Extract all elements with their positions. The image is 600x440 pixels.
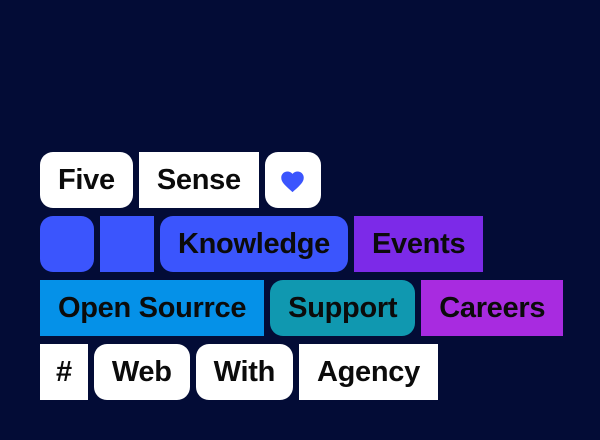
chip-agency[interactable]: Agency (299, 344, 438, 400)
chip-label: Five (58, 163, 115, 196)
chip-label: Web (111, 355, 172, 388)
chip-swatch-1[interactable] (40, 216, 94, 272)
chip-row: Five Sense (40, 152, 321, 208)
chip-careers[interactable]: Careers (421, 280, 564, 336)
chip-label: Support (288, 291, 398, 324)
chip-row: Open Sourrce Support Careers (40, 280, 564, 336)
chip-row: Knowledge Events (40, 216, 484, 272)
chip-label: Events (371, 227, 466, 260)
chip-sense[interactable]: Sense (138, 152, 259, 208)
chip-[interactable]: # (40, 344, 88, 400)
chip-label: Knowledge (178, 227, 330, 260)
chip-label: Agency (317, 355, 420, 388)
chip-open-sourrce[interactable]: Open Sourrce (40, 280, 265, 336)
chip-events[interactable]: Events (353, 216, 484, 272)
chip-label: With (213, 355, 276, 388)
chip-label: # (56, 355, 72, 388)
chip-swatch-2[interactable] (100, 216, 154, 272)
chip-label: Careers (439, 291, 546, 324)
chip-knowledge[interactable]: Knowledge (160, 216, 348, 272)
chip-heart-icon[interactable] (264, 152, 321, 208)
chip-web[interactable]: Web (93, 344, 190, 400)
chip-support[interactable]: Support (270, 280, 416, 336)
chip-label: Open Sourrce (58, 291, 247, 324)
chip-row: # Web With Agency (40, 344, 438, 400)
chip-with[interactable]: With (195, 344, 293, 400)
chip-label: Sense (156, 163, 241, 196)
chip-five[interactable]: Five (40, 152, 133, 208)
heart-icon (281, 171, 305, 192)
